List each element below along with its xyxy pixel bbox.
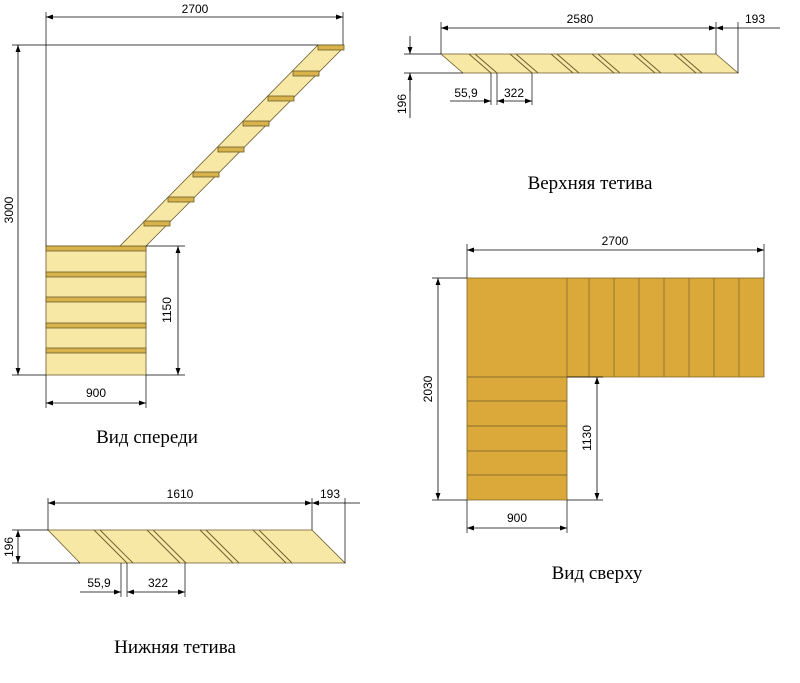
top-view-lower-width: 900 [507,511,527,525]
top-view: 2700 2030 1130 900 Вид сверху [421,234,765,584]
upper-stringer-cuts [468,53,703,74]
lower-stringer-overhang: 193 [320,487,340,501]
lower-stringer-height: 196 [2,537,16,557]
front-upper-treads [143,44,345,227]
lower-stringer-caption: Нижняя тетива [114,637,236,658]
front-view: 2700 3000 1150 900 Вид спереди [2,2,345,448]
lower-stringer-step: 322 [148,576,168,590]
lower-stringer-offset: 55,9 [87,576,111,590]
top-view-outline [466,277,765,501]
upper-stringer-height: 196 [395,94,409,114]
lower-stringer-length: 1610 [167,487,194,501]
top-view-caption: Вид сверху [552,563,643,584]
front-lower-block [45,245,147,376]
lower-stringer: 1610 193 196 55,9 322 Нижняя тетива [2,487,360,658]
front-lower-treads [45,245,147,354]
upper-stringer-length: 2580 [567,12,594,26]
lower-stringer-cuts [93,529,293,564]
top-view-width-total: 2700 [602,234,629,248]
upper-stringer-step: 322 [504,86,524,100]
front-view-caption: Вид спереди [96,427,198,448]
upper-stringer: 2580 193 196 55,9 322 Верхняя тетива [395,12,780,194]
top-view-upper-treads [566,278,740,377]
upper-stringer-caption: Верхняя тетива [528,173,653,194]
lower-stringer-board [47,529,346,564]
top-view-lower-treads [467,376,567,476]
upper-stringer-overhang: 193 [745,12,765,26]
top-view-depth-total: 2030 [421,375,435,402]
top-view-lower-depth: 1130 [580,425,594,451]
upper-stringer-offset: 55,9 [454,86,478,100]
front-height-total: 3000 [2,196,16,223]
front-lower-height: 1150 [160,297,174,323]
front-lower-width: 900 [86,386,106,400]
front-width-total: 2700 [182,2,209,16]
